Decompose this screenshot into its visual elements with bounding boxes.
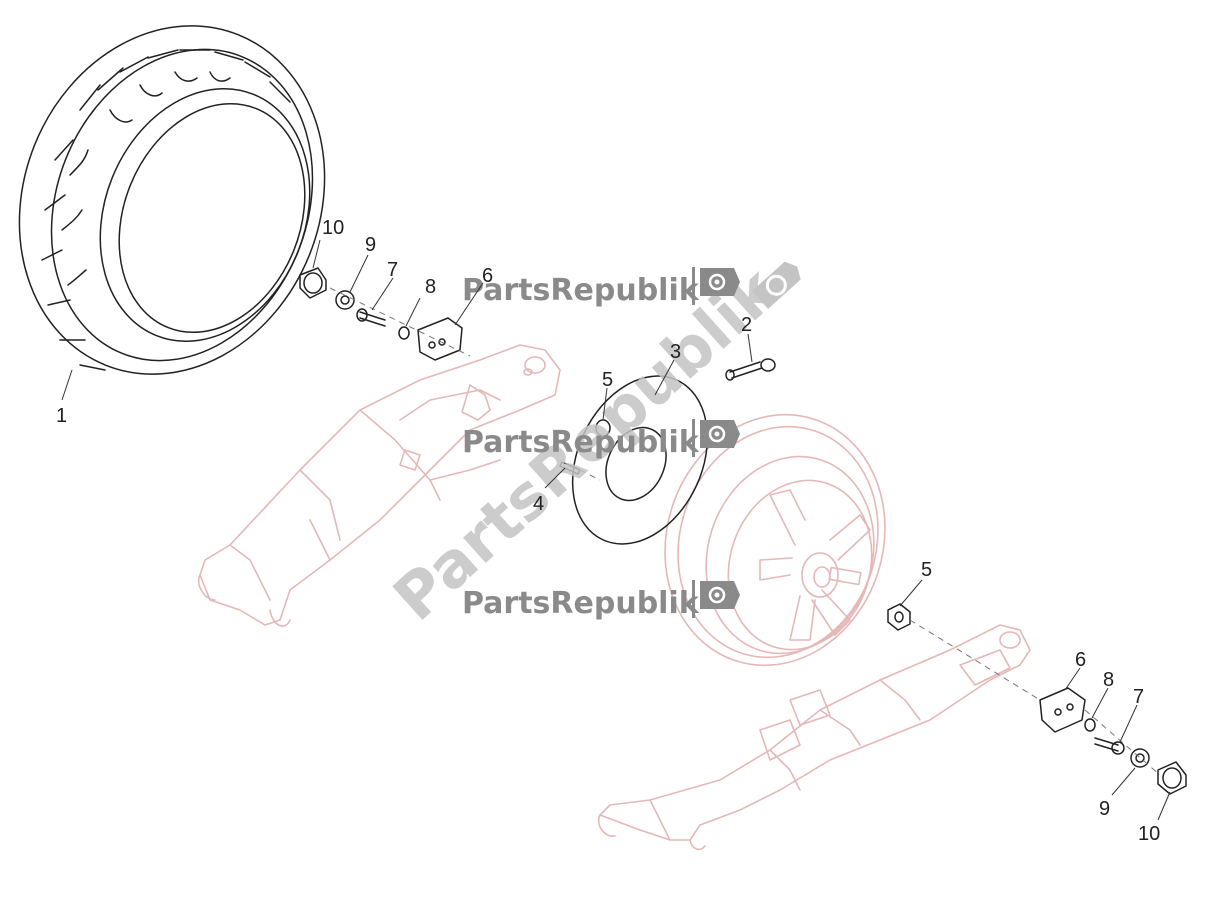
wheel-rim bbox=[664, 413, 886, 667]
callout-2: 2 bbox=[741, 314, 752, 336]
watermark-divider bbox=[692, 580, 695, 618]
valve bbox=[725, 358, 776, 381]
watermark-brand-text: PartsRepublik bbox=[462, 586, 700, 621]
callout-7-upper: 7 bbox=[387, 259, 398, 281]
callout-6-lower: 6 bbox=[1075, 649, 1086, 671]
gear-flag-icon bbox=[700, 581, 740, 609]
watermark: PartsRepublik PartsRepublik PartsRepubli… bbox=[379, 252, 801, 635]
callout-10-upper: 10 bbox=[322, 217, 344, 239]
watermark-brand-text: PartsRepublik bbox=[462, 273, 700, 308]
gear-flag-icon bbox=[700, 268, 740, 296]
gear-flag-icon bbox=[700, 420, 740, 448]
callout-5-upper: 5 bbox=[602, 369, 613, 391]
callout-5-lower: 5 bbox=[921, 559, 932, 581]
assembly-axis-lines bbox=[329, 287, 1161, 776]
hardware-left bbox=[299, 267, 463, 361]
gear-icon bbox=[751, 261, 801, 309]
callouts: 1 2 3 4 5 5 6 6 7 7 8 8 9 9 10 10 bbox=[56, 217, 1160, 845]
watermark-row-3: PartsRepublik bbox=[462, 580, 740, 621]
callout-9-lower: 9 bbox=[1099, 798, 1110, 820]
callout-9-upper: 9 bbox=[365, 234, 376, 256]
watermark-divider bbox=[692, 267, 695, 305]
leader-lines bbox=[61, 239, 1171, 821]
swing-arm-lower bbox=[597, 624, 1031, 851]
callout-7-lower: 7 bbox=[1133, 686, 1144, 708]
callout-8-lower: 8 bbox=[1103, 669, 1114, 691]
hardware-right bbox=[1039, 687, 1187, 795]
brake-disc bbox=[571, 375, 709, 545]
tyre bbox=[18, 25, 326, 375]
callout-6-upper: 6 bbox=[482, 265, 493, 287]
callout-1: 1 bbox=[56, 405, 67, 427]
watermark-row-1: PartsRepublik bbox=[462, 267, 740, 308]
callout-4: 4 bbox=[533, 493, 544, 515]
callout-10-lower: 10 bbox=[1138, 823, 1160, 845]
watermark-brand-text: PartsRepublik bbox=[462, 425, 700, 460]
small-parts bbox=[559, 419, 911, 631]
watermark-row-2: PartsRepublik bbox=[462, 419, 740, 460]
callout-3: 3 bbox=[670, 341, 681, 363]
swing-arm-upper bbox=[197, 344, 561, 627]
watermark-divider bbox=[692, 419, 695, 457]
callout-8-upper: 8 bbox=[425, 276, 436, 298]
